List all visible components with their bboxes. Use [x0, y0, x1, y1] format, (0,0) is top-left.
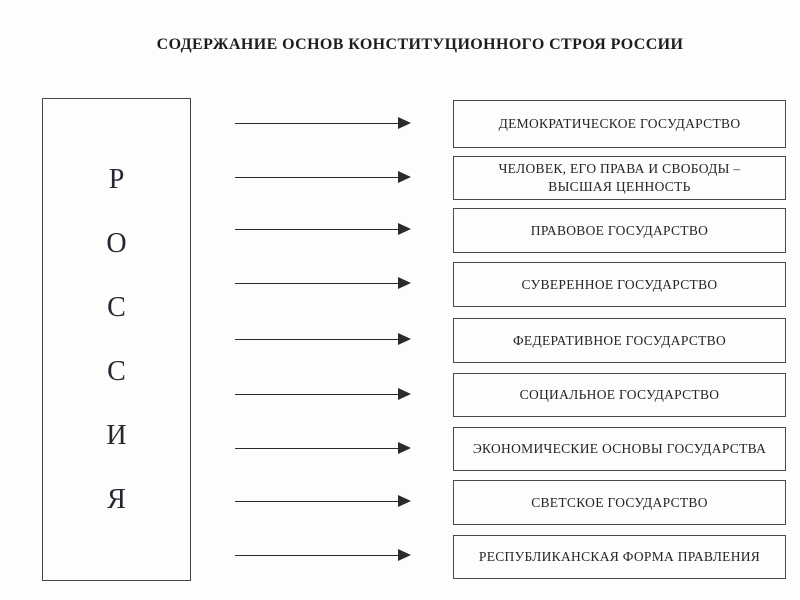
concept-box-label: ФЕДЕРАТИВНОЕ ГОСУДАРСТВО [512, 332, 727, 348]
concept-box-federative-state: ФЕДЕРАТИВНОЕ ГОСУДАРСТВО [453, 318, 786, 363]
concept-box-label: СВЕТСКОЕ ГОСУДАРСТВО [531, 494, 708, 510]
concept-box-social-state: СОЦИАЛЬНОЕ ГОСУДАРСТВО [453, 373, 786, 417]
concept-box-human-rights: ЧЕЛОВЕК, ЕГО ПРАВА И СВОБОДЫ – ВЫСШАЯ ЦЕ… [453, 156, 786, 200]
concept-box-sovereign-state: СУВЕРЕННОЕ ГОСУДАРСТВО [453, 262, 786, 307]
concept-box-economic-foundations: ЭКОНОМИЧЕСКИЕ ОСНОВЫ ГОСУДАРСТВА [453, 427, 786, 471]
concept-box-label: ПРАВОВОЕ ГОСУДАРСТВО [530, 222, 709, 238]
concept-box-label: СОЦИАЛЬНОЕ ГОСУДАРСТВО [519, 387, 720, 403]
right-arrow-icon [235, 387, 411, 400]
concept-box-label: ЧЕЛОВЕК, ЕГО ПРАВА И СВОБОДЫ – ВЫСШАЯ ЦЕ… [498, 161, 741, 194]
right-arrow-icon [235, 332, 411, 345]
right-arrow-icon [235, 441, 411, 454]
right-arrow-icon [235, 222, 411, 235]
concept-box-label: ЭКОНОМИЧЕСКИЕ ОСНОВЫ ГОСУДАРСТВА [472, 441, 767, 457]
concept-box-label: РЕСПУБЛИКАНСКАЯ ФОРМА ПРАВЛЕНИЯ [478, 549, 761, 565]
concept-box-secular-state: СВЕТСКОЕ ГОСУДАРСТВО [453, 480, 786, 525]
right-arrow-icon [235, 170, 411, 183]
right-arrow-icon [235, 494, 411, 507]
russia-letter: И [106, 419, 127, 451]
concept-box-republican-government: РЕСПУБЛИКАНСКАЯ ФОРМА ПРАВЛЕНИЯ [453, 535, 786, 579]
russia-letter: С [107, 355, 126, 387]
russia-letter: С [107, 291, 126, 323]
concept-box-label: СУВЕРЕННОЕ ГОСУДАРСТВО [521, 276, 718, 292]
concept-box-rule-of-law-state: ПРАВОВОЕ ГОСУДАРСТВО [453, 208, 786, 253]
russia-letter: Я [107, 483, 126, 515]
right-arrow-icon [235, 548, 411, 561]
diagram-title: СОДЕРЖАНИЕ ОСНОВ КОНСТИТУЦИОННОГО СТРОЯ … [156, 36, 684, 53]
right-arrow-icon [235, 276, 411, 289]
russia-root-box: Р О С С И Я [42, 98, 191, 581]
russia-letter: Р [108, 163, 125, 195]
concept-box-label: ДЕМОКРАТИЧЕСКОЕ ГОСУДАРСТВО [498, 116, 741, 132]
russia-letter: О [106, 227, 127, 259]
right-arrow-icon [235, 116, 411, 129]
concept-box-democratic-state: ДЕМОКРАТИЧЕСКОЕ ГОСУДАРСТВО [453, 100, 786, 148]
